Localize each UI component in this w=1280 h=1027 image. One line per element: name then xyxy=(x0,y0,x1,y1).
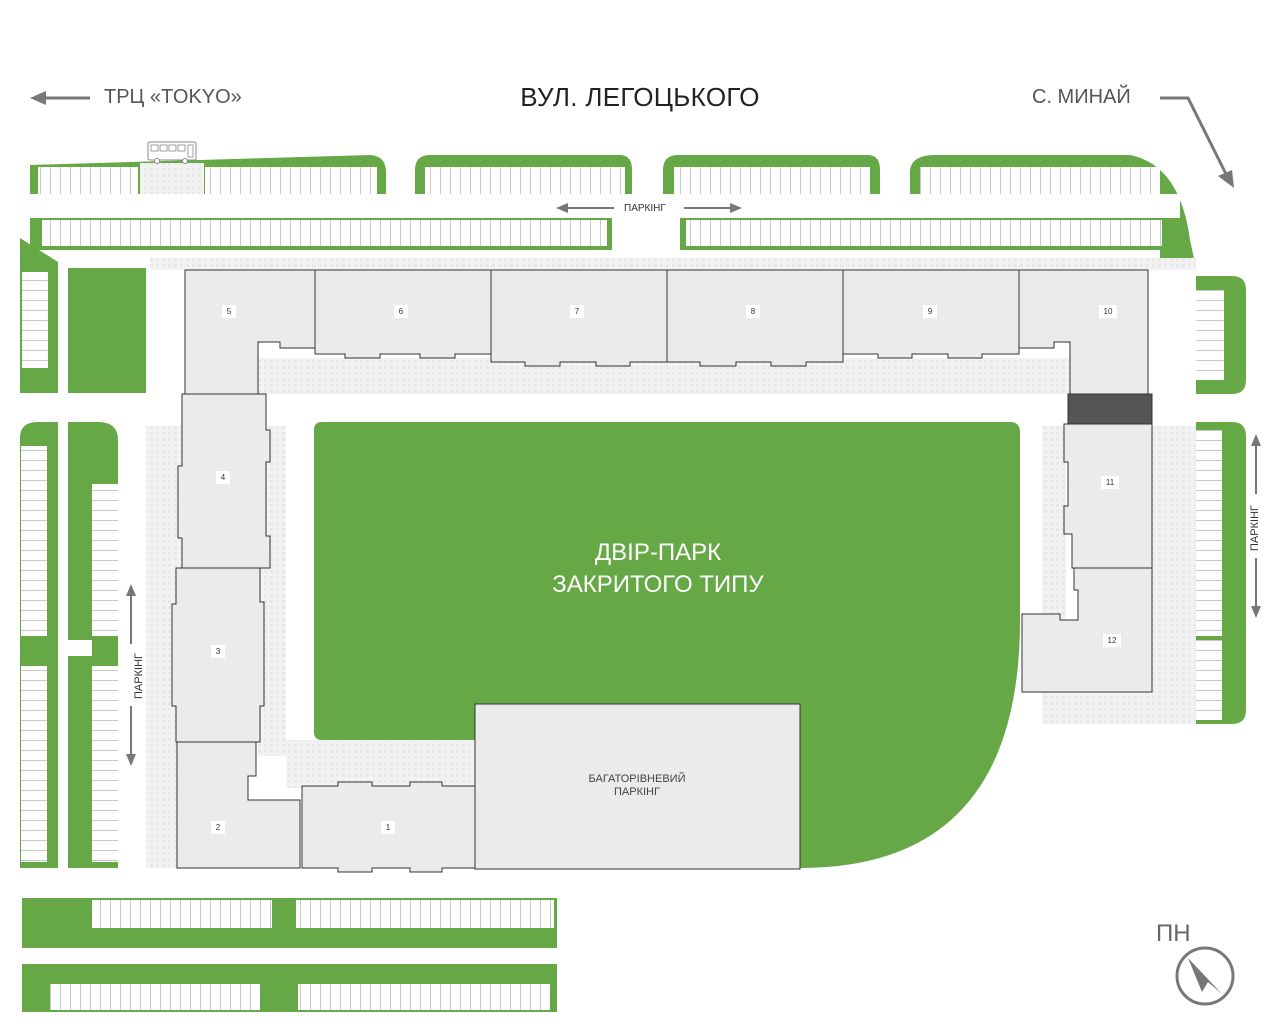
parking-stalls xyxy=(50,984,260,1010)
building-number[interactable]: 8 xyxy=(746,305,760,318)
double-arrow-icon xyxy=(556,203,742,213)
parking-stalls xyxy=(674,167,870,194)
parking-stalls xyxy=(92,666,118,862)
parking-stalls xyxy=(298,984,550,1010)
right-parking-area xyxy=(1196,276,1261,724)
building-number[interactable]: 12 xyxy=(1103,634,1121,647)
multilevel-parking xyxy=(474,703,801,870)
parking-stalls xyxy=(296,900,554,928)
building-number[interactable]: 6 xyxy=(394,305,408,318)
top-parking-label: ПАРКІНГ xyxy=(620,203,670,214)
parking-stalls xyxy=(1196,290,1224,380)
parking-stalls xyxy=(22,272,48,368)
right-parking-label: ПАРКІНГ xyxy=(1248,505,1261,551)
left-parking-label: ПАРКІНГ xyxy=(132,653,145,699)
building-number[interactable]: 2 xyxy=(211,821,225,834)
building-8 xyxy=(666,269,844,367)
parking-stalls xyxy=(21,446,47,636)
courtyard-park xyxy=(314,422,1020,868)
building-10-highlight xyxy=(1067,393,1153,425)
building-10 xyxy=(1018,269,1149,395)
building-12 xyxy=(1021,567,1153,693)
road xyxy=(30,194,1180,218)
bus-stop-paving xyxy=(140,163,204,194)
parking-stalls xyxy=(92,900,272,928)
building-2 xyxy=(176,741,301,869)
building-number[interactable]: 7 xyxy=(570,305,584,318)
arrow-down-right-icon xyxy=(1160,96,1234,188)
building-number[interactable]: 5 xyxy=(222,305,236,318)
buildings xyxy=(171,269,1153,873)
street-name: ВУЛ. ЛЕГОЦЬКОГО xyxy=(520,82,760,112)
parking-stalls xyxy=(92,484,118,636)
building-number[interactable]: 11 xyxy=(1101,476,1119,489)
parking-stalls xyxy=(21,666,47,862)
parking-stalls xyxy=(205,167,377,194)
double-arrow-icon xyxy=(1251,434,1261,618)
building-11 xyxy=(1063,423,1153,569)
green-lawn xyxy=(68,268,146,393)
destination-mall-label: ТРЦ «TOKYO» xyxy=(104,86,242,108)
walkways xyxy=(146,258,1196,868)
building-number[interactable]: 10 xyxy=(1099,305,1117,318)
arrow-left-icon xyxy=(30,91,90,105)
parking-stalls xyxy=(920,167,1160,194)
double-arrow-icon xyxy=(126,584,136,766)
building-number[interactable]: 4 xyxy=(216,471,230,484)
parking-stalls xyxy=(1196,430,1222,636)
top-parking-area xyxy=(30,141,1196,268)
destination-village-label: С. МИНАЙ xyxy=(1032,86,1131,108)
building-number[interactable]: 1 xyxy=(381,821,395,834)
building-number[interactable]: 3 xyxy=(211,645,225,658)
parking-stalls xyxy=(42,220,607,246)
compass-icon xyxy=(1175,946,1235,1006)
parking-stalls xyxy=(38,167,138,194)
building-number[interactable]: 9 xyxy=(923,305,937,318)
north-label: ПН xyxy=(1156,920,1191,947)
parking-stalls xyxy=(425,167,625,194)
building-7 xyxy=(490,269,668,367)
bus-icon xyxy=(147,141,197,164)
parking-stalls xyxy=(686,220,1162,246)
parking-stalls xyxy=(1196,640,1222,720)
bottom-parking-area xyxy=(22,898,557,1012)
left-parking-area xyxy=(20,238,146,868)
